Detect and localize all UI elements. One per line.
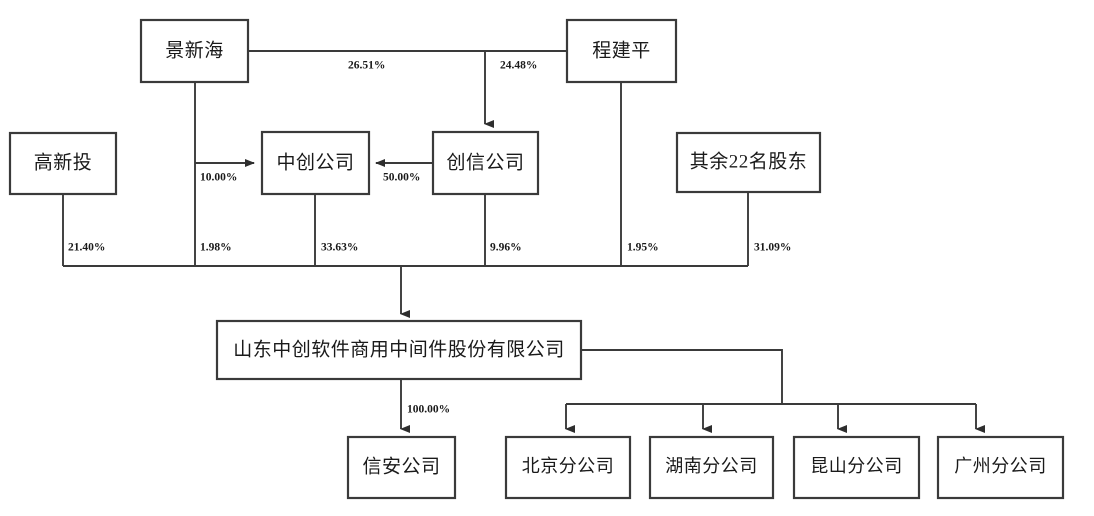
- node-main-company[interactable]: 山东中创软件商用中间件股份有限公司: [215, 319, 583, 381]
- edge-label-jing-to-zhongchuang: 10.00%: [200, 172, 237, 184]
- edge-main-to-branch-bus: [581, 349, 783, 404]
- edge-label-jing-to-chuangxin: 26.51%: [348, 60, 385, 72]
- node-guangzhou-branch[interactable]: 广州分公司: [936, 435, 1065, 500]
- edge-label-cheng-to-main: 1.95%: [627, 242, 659, 254]
- node-label-guangzhou-branch: 广州分公司: [954, 456, 1047, 476]
- node-label-other-shareholders: 其余22名股东: [690, 150, 808, 172]
- edge-label-cheng-to-chuangxin: 24.48%: [500, 60, 537, 72]
- node-label-kunshan-branch: 昆山分公司: [810, 456, 903, 476]
- node-cheng-jian-ping[interactable]: 程建平: [565, 18, 678, 84]
- node-label-jing-xin-hai: 景新海: [165, 39, 224, 61]
- edge-label-zhongchuang-to-main: 33.63%: [321, 242, 358, 254]
- node-other-shareholders[interactable]: 其余22名股东: [675, 131, 822, 194]
- node-label-cheng-jian-ping: 程建平: [592, 39, 651, 61]
- node-xin-an[interactable]: 信安公司: [346, 435, 457, 500]
- node-label-main-company: 山东中创软件商用中间件股份有限公司: [233, 338, 565, 360]
- node-label-gao-xin-tou: 高新投: [34, 151, 93, 173]
- node-label-xin-an: 信安公司: [362, 455, 440, 477]
- node-label-hunan-branch: 湖南分公司: [665, 456, 758, 476]
- edge-label-chuangxin-to-main: 9.96%: [490, 242, 522, 254]
- edge-label-jing-to-main: 1.98%: [200, 242, 232, 254]
- node-zhong-chuang[interactable]: 中创公司: [260, 130, 371, 196]
- node-label-beijing-branch: 北京分公司: [522, 456, 615, 476]
- node-chuang-xin[interactable]: 创信公司: [431, 130, 540, 196]
- node-gao-xin-tou[interactable]: 高新投: [8, 131, 118, 196]
- node-jing-xin-hai[interactable]: 景新海: [139, 18, 250, 84]
- edge-label-main-to-xinan: 100.00%: [407, 404, 450, 416]
- node-beijing-branch[interactable]: 北京分公司: [504, 435, 632, 500]
- edge-label-others-to-main: 31.09%: [754, 242, 791, 254]
- node-kunshan-branch[interactable]: 昆山分公司: [792, 435, 921, 500]
- node-label-zhong-chuang: 中创公司: [276, 151, 354, 173]
- node-label-chuang-xin: 创信公司: [446, 151, 524, 173]
- edge-label-chuangxin-to-zhongchuang: 50.00%: [383, 172, 420, 184]
- node-hunan-branch[interactable]: 湖南分公司: [648, 435, 775, 500]
- edge-label-gaoxintou-to-main: 21.40%: [68, 242, 105, 254]
